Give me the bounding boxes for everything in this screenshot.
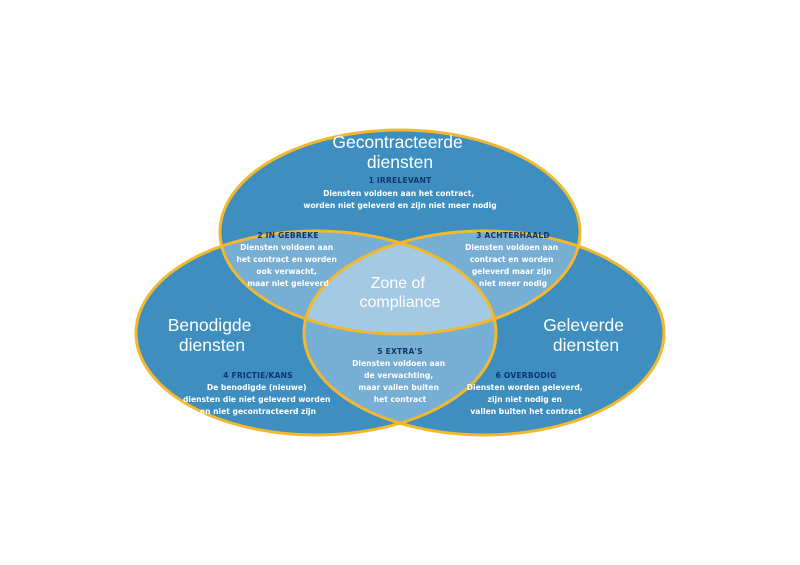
region-heading: 1 IRRELEVANT — [369, 176, 432, 185]
region-description: Diensten worden geleverd, zijn niet nodi… — [467, 383, 586, 416]
region-description: Diensten voldoen aan het contract, worde… — [303, 189, 496, 210]
region-overbodig: 6 OVERBODIG Diensten worden geleverd, zi… — [467, 371, 586, 416]
title-benodigde: Benodigde diensten — [168, 315, 257, 355]
region-heading: 6 OVERBODIG — [496, 371, 557, 380]
region-heading: 3 ACHTERHAALD — [476, 231, 550, 240]
region-heading: 4 FRICTIE/KANS — [223, 371, 293, 380]
region-description: Diensten voldoen aan het contract en wor… — [236, 243, 339, 288]
region-achterhaald: 3 ACHTERHAALD Diensten voldoen aan contr… — [465, 231, 561, 288]
region-extras: 5 EXTRA'S Diensten voldoen aan de verwac… — [352, 347, 448, 404]
title-geleverde: Geleverde diensten — [543, 315, 629, 355]
region-description: De benodigde (nieuwe) diensten die niet … — [183, 383, 333, 416]
region-description: Diensten voldoen aan contract en worden … — [465, 243, 561, 288]
region-in-gebreke: 2 IN GEBREKE Diensten voldoen aan het co… — [236, 231, 339, 288]
region-frictie-kans: 4 FRICTIE/KANS De benodigde (nieuwe) die… — [183, 371, 333, 416]
region-description: Diensten voldoen aan de verwachting, maa… — [352, 359, 448, 404]
title-zone-of-compliance: Zone of compliance — [360, 275, 441, 311]
region-irrelevant: 1 IRRELEVANT Diensten voldoen aan het co… — [303, 176, 496, 210]
region-heading: 2 IN GEBREKE — [257, 231, 318, 240]
title-gecontracteerde: Gecontracteerde diensten — [332, 132, 467, 172]
region-heading: 5 EXTRA'S — [377, 347, 422, 356]
